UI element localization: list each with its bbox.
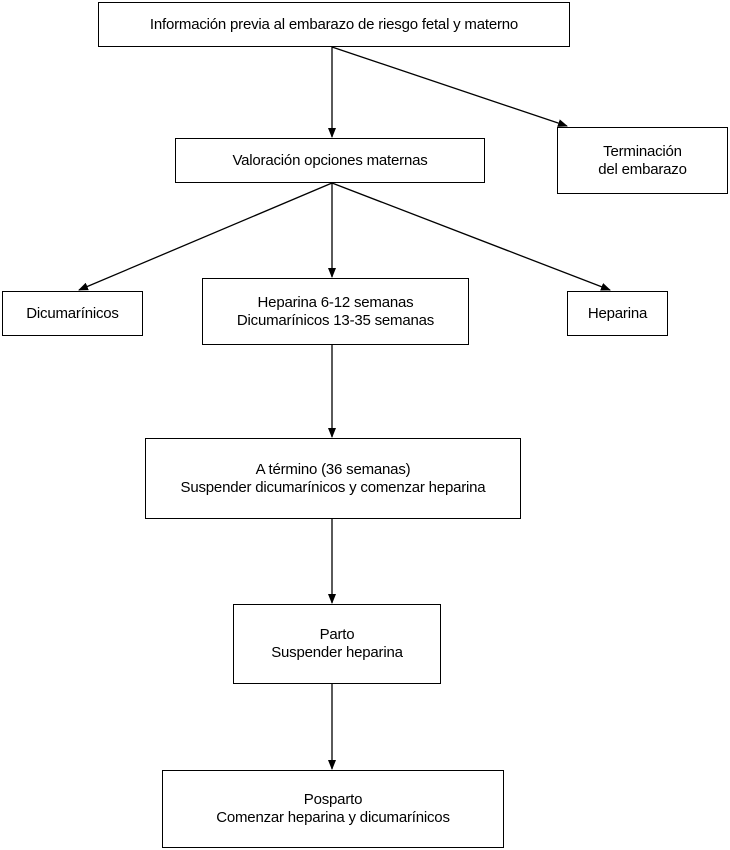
node-heparina: Heparina xyxy=(567,291,668,336)
node-informacion-previa: Información previa al embarazo de riesgo… xyxy=(98,2,570,47)
node-heparina-label: Heparina xyxy=(587,304,648,322)
node-parto-line1: Parto xyxy=(319,626,355,643)
node-terminacion-line2: del embarazo xyxy=(598,160,687,178)
node-a-termino-line2: Suspender dicumarínicos y comenzar hepar… xyxy=(180,478,486,496)
node-a-termino: A término (36 semanas) Suspender dicumar… xyxy=(145,438,521,519)
node-terminacion-embarazo: Terminación del embarazo xyxy=(557,127,728,194)
node-dicumarinicos-label: Dicumarínicos xyxy=(26,304,119,322)
node-dicumarinicos: Dicumarínicos xyxy=(2,291,143,336)
arrow-info-to-terminacion xyxy=(331,46,568,127)
node-posparto-line1: Posparto xyxy=(303,791,363,808)
node-terminacion-line1: Terminación xyxy=(603,142,682,160)
node-heparina-dicumarinicos-line2: Dicumarínicos 13-35 semanas xyxy=(236,311,435,329)
node-posparto-line2: Comenzar heparina y dicumarínicos xyxy=(216,809,450,826)
node-posparto: Posparto Comenzar heparina y dicumarínic… xyxy=(162,770,504,848)
node-parto-line2: Suspender heparina xyxy=(271,644,403,661)
node-valoracion-opciones-label: Valoración opciones maternas xyxy=(232,151,428,169)
node-heparina-dicumarinicos: Heparina 6-12 semanas Dicumarínicos 13-3… xyxy=(202,278,469,345)
node-valoracion-opciones: Valoración opciones maternas xyxy=(175,138,485,183)
node-heparina-dicumarinicos-line1: Heparina 6-12 semanas xyxy=(257,293,414,311)
node-parto: Parto Suspender heparina xyxy=(233,604,441,684)
node-informacion-previa-label: Información previa al embarazo de riesgo… xyxy=(149,15,519,33)
arrow-valoracion-to-heparina xyxy=(331,182,611,291)
arrow-valoracion-to-dicumarinicos xyxy=(78,182,333,291)
node-a-termino-line1: A término (36 semanas) xyxy=(255,460,411,478)
